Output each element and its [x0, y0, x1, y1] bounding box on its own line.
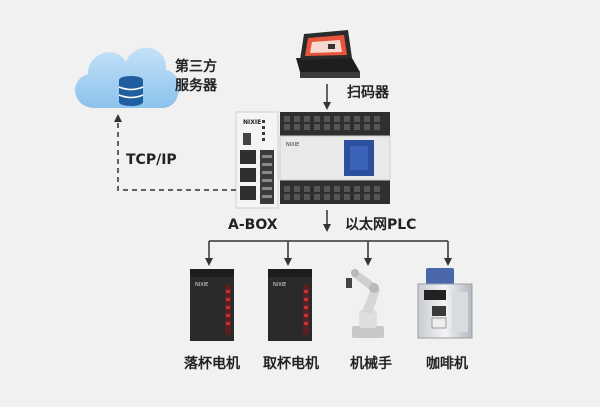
tcpip-dashed-link: [114, 114, 236, 191]
take-cup-motor-driver: NIXIE: [268, 269, 312, 341]
drop-motor-brand: NIXIE: [195, 282, 208, 288]
plc-device: NIXIE: [279, 112, 391, 204]
tcpip-label: TCP/IP: [126, 152, 177, 168]
drop-motor-label: 落杯电机: [184, 355, 240, 372]
take-motor-label: 取杯电机: [263, 355, 319, 372]
connectors: [114, 84, 452, 266]
barcode-scanner-icon: [296, 30, 360, 78]
database-icon: [118, 76, 144, 106]
server-label-line2: 服务器: [175, 77, 218, 94]
drop-cup-motor-driver: NIXIE: [190, 269, 234, 341]
plc-brand: NIXIE: [286, 142, 299, 148]
server-label-line1: 第三方: [175, 58, 217, 75]
cloud-server-icon: [75, 47, 180, 108]
coffee-machine-icon: [417, 268, 473, 339]
abox-label: A-BOX: [228, 217, 278, 233]
coffee-machine-label: 咖啡机: [426, 355, 468, 372]
plc-label: 以太网PLC: [345, 216, 416, 233]
abox-device: NIXIE: [235, 111, 279, 209]
robot-arm-icon: [346, 269, 384, 338]
robot-arm-label: 机械手: [350, 355, 392, 372]
abox-brand: NIXIE: [243, 119, 261, 126]
scanner-label: 扫码器: [347, 85, 390, 101]
take-motor-brand: NIXIE: [273, 282, 286, 288]
